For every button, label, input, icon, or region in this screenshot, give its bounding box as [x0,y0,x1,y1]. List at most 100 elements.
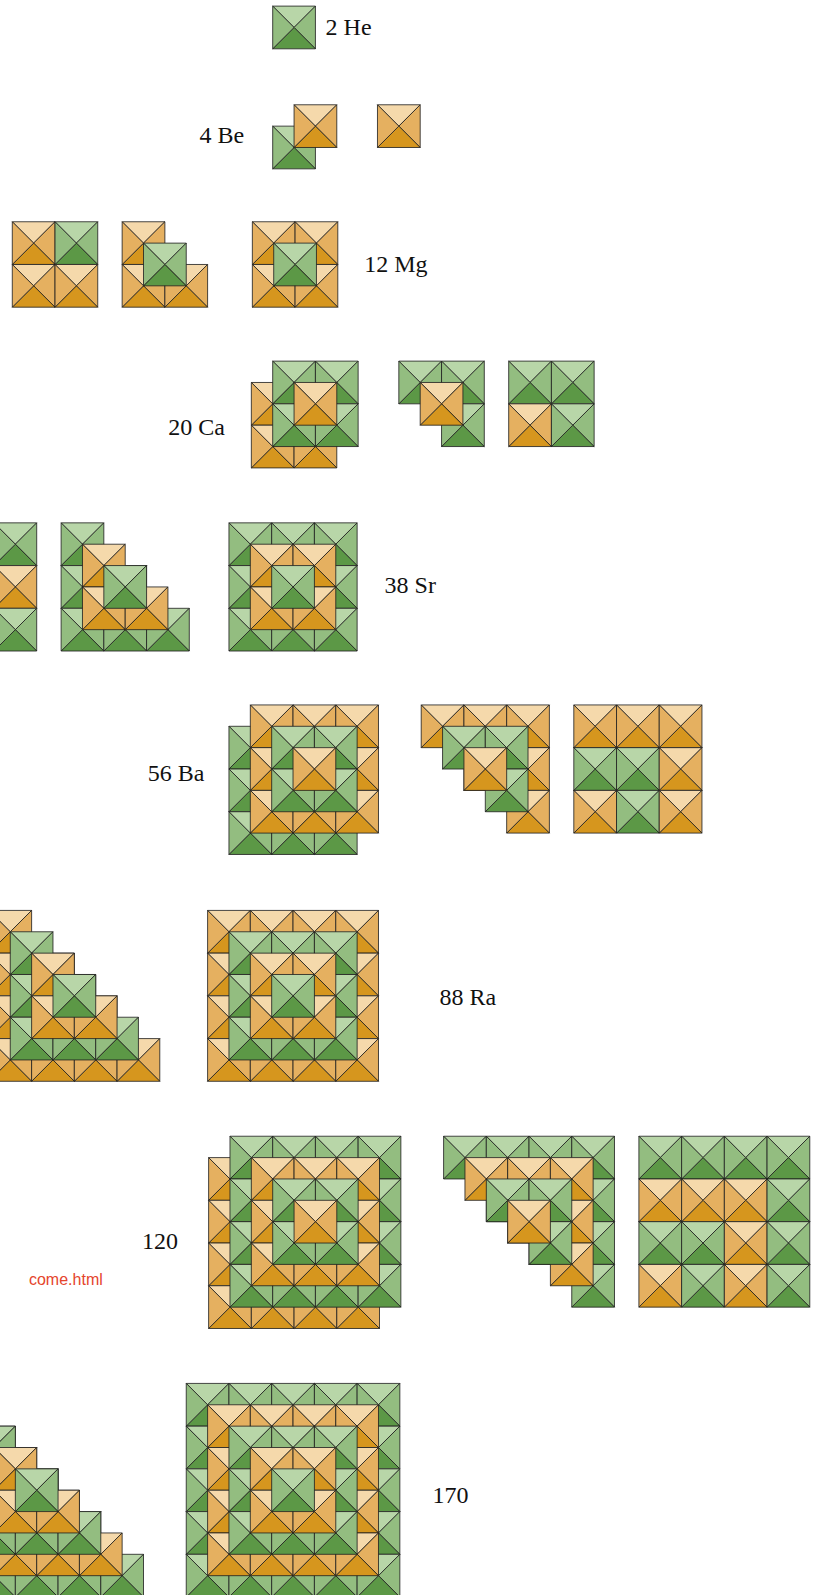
tile-triangle [208,1533,229,1576]
bowtie-tile [294,1200,337,1243]
bowtie-tile [724,1264,767,1307]
tile-triangle [639,1136,660,1179]
tile-triangle [273,1222,294,1265]
bowtie-tile [15,1469,58,1512]
tile-triangle [61,523,82,566]
element-label: 170 [432,1482,468,1508]
bowtie-tile [420,382,463,425]
tile-triangle [229,523,250,566]
tile-triangle [574,748,595,791]
bowtie-tile [0,566,37,609]
bowtie-tile [293,748,336,791]
tile-triangle [639,1179,660,1222]
tile-triangle [464,748,485,791]
tile-triangle [509,361,530,404]
tile-triangle [250,748,271,791]
bowtie-tile [272,566,315,609]
bowtie-tile [509,361,552,404]
tile-triangle [420,382,441,425]
bowtie-tile [293,748,336,791]
tile-triangle [122,264,143,307]
bowtie-tile [508,1200,551,1243]
tile-triangle [272,726,293,769]
element-label: 56 Ba [148,760,205,786]
bowtie-tile [144,243,187,286]
bowtie-tile [617,748,660,791]
tile-triangle [229,726,250,769]
tile-triangle [272,974,293,1017]
tile-triangle [377,105,398,148]
element-label: 88 Ra [440,984,497,1010]
tile-triangle [10,974,31,1017]
tile-triangle [209,1286,230,1329]
tile-triangle [251,1158,272,1201]
tile-triangle [252,222,273,265]
tile-triangle [12,222,33,265]
bowtie-tile [377,105,420,148]
tile-triangle [250,705,271,748]
tile-triangle [617,705,638,748]
bowtie-tile [294,1200,337,1243]
tile-triangle [273,6,294,49]
tile-triangle [272,1469,293,1512]
tile-triangle [10,1017,31,1060]
tile-triangle [399,361,420,404]
bowtie-tile [272,1469,315,1512]
bowtie-tile [273,6,316,49]
tile-triangle [767,1136,788,1179]
bowtie-tile [639,1222,682,1265]
tile-triangle [0,1490,15,1533]
tile-triangle [724,1222,745,1265]
tile-triangle [208,1490,229,1533]
bowtie-tile [617,790,660,833]
tile-triangle [0,1576,15,1595]
tile-triangle [682,1136,703,1179]
tile-triangle [229,769,250,812]
tile-triangle [617,790,638,833]
tile-triangle [122,222,143,265]
bowtie-tile [639,1264,682,1307]
bowtie-tile [639,1136,682,1179]
tile-triangle [104,566,125,609]
tile-triangle [0,566,15,609]
bowtie-tile [682,1136,725,1179]
tile-triangle [273,126,294,169]
tile-triangle [186,1383,207,1426]
tile-triangle [250,953,271,996]
bowtie-tile [551,404,594,447]
tile-triangle [209,1200,230,1243]
tile-triangle [659,748,680,791]
tile-triangle [293,748,314,791]
bowtie-tile [464,748,507,791]
tile-triangle [251,1243,272,1286]
tile-triangle [551,404,572,447]
tile-triangle [682,1264,703,1307]
tile-triangle [724,1136,745,1179]
tile-triangle [659,705,680,748]
tile-triangle [250,790,271,833]
bowtie-tile [274,243,317,286]
element-label: 2 He [326,14,372,40]
tile-triangle [32,996,53,1039]
tile-triangle [0,910,10,953]
tile-triangle [229,812,250,855]
tile-triangle [509,404,530,447]
bowtie-tile [15,1469,58,1512]
bowtie-tile [639,1179,682,1222]
bowtie-tile [53,974,96,1017]
tile-triangle [294,382,315,425]
bowtie-tile [15,1469,58,1512]
bowtie-tile [12,222,55,265]
tile-triangle [208,1405,229,1448]
tile-triangle [229,1512,250,1555]
bowtie-tile [724,1222,767,1265]
bowtie-tile [272,566,315,609]
tile-triangle [250,544,271,587]
tile-triangle [682,1222,703,1265]
tile-triangle [294,1200,315,1243]
tile-triangle [767,1264,788,1307]
tile-triangle [208,910,229,953]
tile-triangle [209,1158,230,1201]
element-label: 4 Be [200,122,245,148]
tile-triangle [508,1200,529,1243]
